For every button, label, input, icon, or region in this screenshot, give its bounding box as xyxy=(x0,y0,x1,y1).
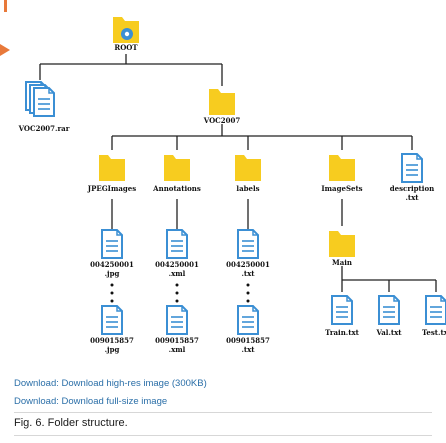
train-label: Train.txt xyxy=(325,328,360,337)
labels-label: labels xyxy=(236,184,259,193)
file-icon xyxy=(101,229,123,259)
download-high-res-link[interactable]: Download: Download high-res image (300KB… xyxy=(14,378,207,389)
description-label-line1: description xyxy=(390,184,434,193)
imagesets-folder-node: ImageSets xyxy=(321,155,363,193)
annotations-folder-node: Annotations xyxy=(152,155,201,193)
file-icon xyxy=(237,229,259,259)
xml-last-label-line2: .xml xyxy=(169,345,186,354)
labels-folder-node: labels xyxy=(235,155,261,193)
folder-icon xyxy=(235,155,261,181)
jpg-first-label-line2: .jpg xyxy=(105,269,120,278)
vertical-ellipsis-icon xyxy=(175,283,179,303)
jpg-last-label-line1: 009015857 xyxy=(90,336,134,345)
file-icon xyxy=(378,295,400,325)
file-icon xyxy=(401,153,423,183)
txt-last-label-line2: .txt xyxy=(241,345,255,354)
jpg-last-file-node: 009015857 .jpg xyxy=(90,305,134,354)
root-folder-node: ROOT xyxy=(113,17,139,52)
folder-icon xyxy=(209,89,235,115)
txt-first-label-line1: 004250001 xyxy=(226,260,270,269)
annotations-label: Annotations xyxy=(152,184,201,193)
folder-structure-diagram: ROOT VOC2007.rar VOC2007 JPEGImages Anno… xyxy=(18,17,446,354)
voc2007-label: VOC2007 xyxy=(203,116,241,125)
folder-icon xyxy=(329,231,355,257)
voc2007-folder-node: VOC2007 xyxy=(203,89,241,125)
vertical-ellipsis-icon xyxy=(110,283,114,303)
rar-label: VOC2007.rar xyxy=(18,124,70,133)
root-folder-icon xyxy=(113,17,139,43)
orange-accent-bar xyxy=(4,0,7,12)
txt-last-file-node: 009015857 .txt xyxy=(226,305,270,354)
xml-first-label-line1: 004250001 xyxy=(155,260,199,269)
imagesets-label: ImageSets xyxy=(321,184,362,193)
xml-last-label-line1: 009015857 xyxy=(155,336,199,345)
stacked-files-icon xyxy=(25,81,55,117)
val-file-node: Val.txt xyxy=(375,295,402,337)
test-label: Test.txt xyxy=(422,328,446,337)
txt-first-label-line2: .txt xyxy=(241,269,255,278)
txt-first-file-node: 004250001 .txt xyxy=(226,229,270,278)
jpg-first-label-line1: 004250001 xyxy=(90,260,134,269)
folder-icon xyxy=(329,155,355,181)
tree-connectors xyxy=(39,54,437,292)
jpegimages-folder-node: JPEGImages xyxy=(87,155,136,193)
file-icon xyxy=(101,305,123,335)
xml-first-file-node: 004250001 .xml xyxy=(155,229,199,278)
file-icon xyxy=(166,229,188,259)
figure-caption: Fig. 6. Folder structure. xyxy=(14,417,128,429)
orange-arrow-icon xyxy=(0,44,10,56)
train-file-node: Train.txt xyxy=(325,295,360,337)
figure-caption-bar: Fig. 6. Folder structure. xyxy=(14,412,432,436)
file-icon xyxy=(166,305,188,335)
main-folder-node: Main xyxy=(329,231,355,267)
xml-last-file-node: 009015857 .xml xyxy=(155,305,199,354)
test-file-node: Test.txt xyxy=(422,295,446,337)
file-icon xyxy=(425,295,446,325)
download-full-size-link[interactable]: Download: Download full-size image xyxy=(14,396,168,407)
rar-file-node: VOC2007.rar xyxy=(18,81,70,133)
file-icon xyxy=(237,305,259,335)
jpegimages-label: JPEGImages xyxy=(87,184,136,193)
main-label: Main xyxy=(332,258,352,267)
txt-last-label-line1: 009015857 xyxy=(226,336,270,345)
jpg-first-file-node: 004250001 .jpg xyxy=(90,229,134,278)
file-icon xyxy=(331,295,353,325)
xml-first-label-line2: .xml xyxy=(169,269,186,278)
folder-icon xyxy=(99,155,125,181)
description-file-node: description .txt xyxy=(390,153,434,202)
jpg-last-label-line2: .jpg xyxy=(105,345,120,354)
val-label: Val.txt xyxy=(375,328,402,337)
description-label-line2: .txt xyxy=(405,193,419,202)
folder-icon xyxy=(164,155,190,181)
root-label: ROOT xyxy=(114,43,138,52)
vertical-ellipsis-icon xyxy=(246,283,250,303)
